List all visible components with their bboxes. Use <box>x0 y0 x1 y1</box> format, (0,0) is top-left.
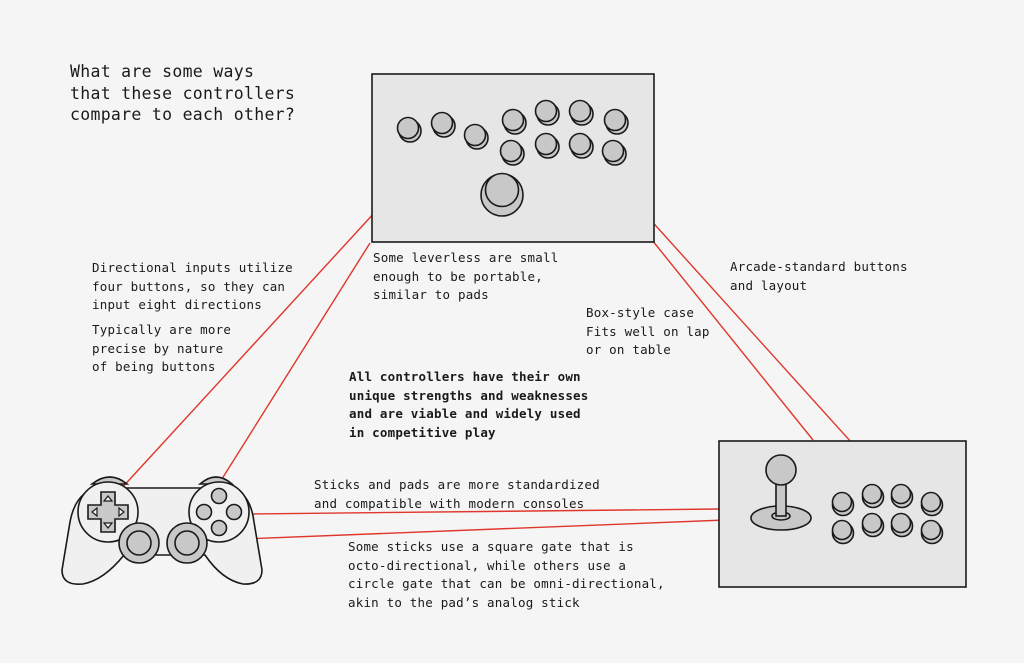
analog-stick-icon <box>118 522 208 564</box>
note-standardized: Sticks and pads are more standardized an… <box>314 477 600 511</box>
note-gates: Some sticks use a square gate that is oc… <box>348 539 665 610</box>
dpad-icon <box>87 491 129 533</box>
note-precise: Typically are more precise by nature of … <box>92 322 232 374</box>
note-box-case: Box-style case Fits well on lap or on ta… <box>586 305 710 357</box>
arcade-stick-icon <box>718 440 967 588</box>
note-summary: All controllers have their own unique st… <box>349 369 589 440</box>
note-arcade-buttons: Arcade-standard buttons and layout <box>730 259 908 293</box>
connector-portable-to-pad <box>214 242 371 491</box>
connector-standardized-pad-to-stick <box>249 508 720 515</box>
note-directional-inputs: Directional inputs utilize four buttons,… <box>92 260 293 312</box>
gamepad-icon <box>61 476 263 586</box>
connector-box-case-to-stick <box>651 239 814 441</box>
question-title: What are some ways that these controller… <box>70 62 296 124</box>
leverless-controller-icon <box>371 73 655 243</box>
note-portable: Some leverless are small enough to be po… <box>373 250 559 302</box>
